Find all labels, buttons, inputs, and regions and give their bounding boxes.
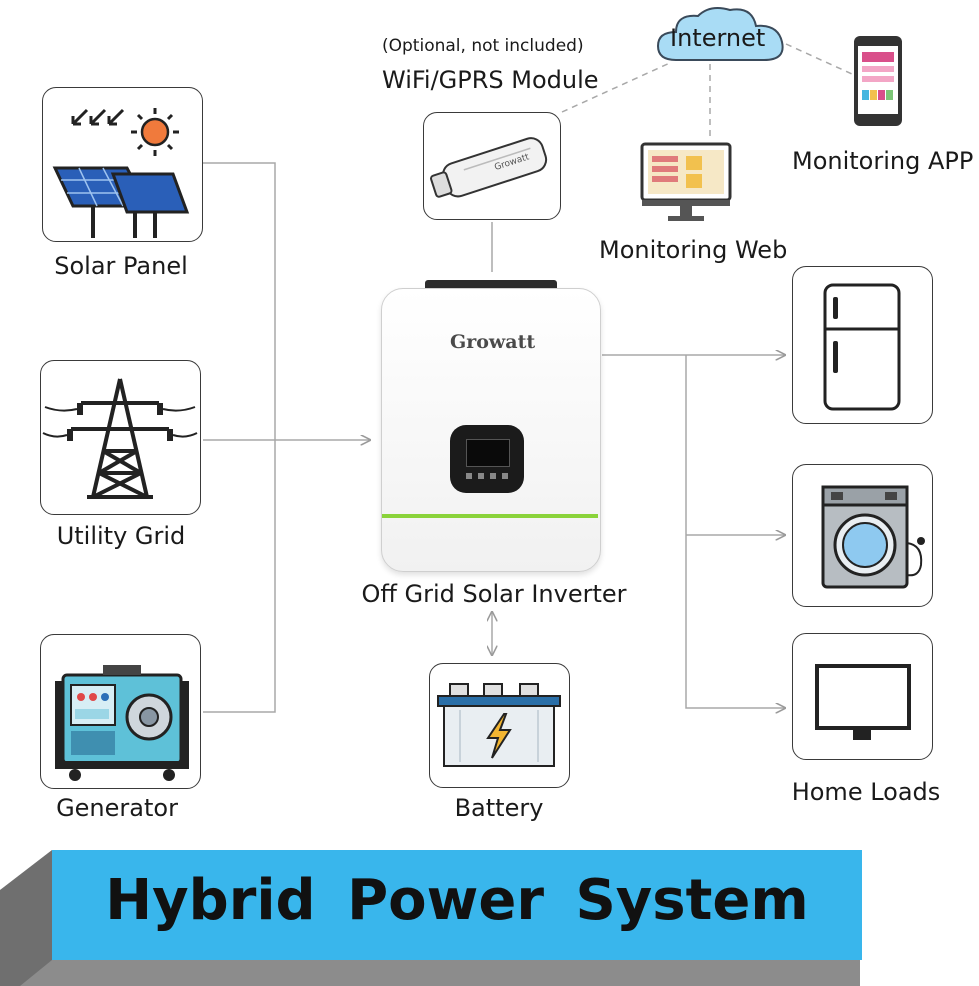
refrigerator-icon <box>823 283 901 411</box>
inverter-buttons[interactable] <box>466 473 508 479</box>
washing-machine-icon <box>821 485 925 589</box>
home-loads-label: Home Loads <box>791 778 941 806</box>
internet-cloud: Internet <box>654 4 790 66</box>
optional-note: (Optional, not included) <box>382 36 584 56</box>
utility-grid-card <box>40 360 201 515</box>
inverter-green-stripe <box>382 514 598 518</box>
lightning-icon <box>486 713 512 759</box>
washing-machine-card <box>792 464 933 607</box>
utility-grid-label: Utility Grid <box>56 522 186 550</box>
monitoring-web-icon <box>640 142 732 224</box>
banner-shadow <box>0 850 979 986</box>
solar-panel-card <box>42 87 203 242</box>
monitoring-web-label: Monitoring Web <box>599 236 788 264</box>
inverter-label: Off Grid Solar Inverter <box>361 580 627 608</box>
internet-module-link <box>561 61 673 113</box>
inverter-body: Growatt <box>381 288 601 572</box>
load-branch-line <box>685 355 785 708</box>
solar-line <box>203 162 276 713</box>
battery-card <box>429 663 570 788</box>
battery-icon <box>437 683 561 767</box>
generator-label: Generator <box>56 794 178 822</box>
inverter-display <box>450 425 524 493</box>
wifi-module-card: Growatt <box>423 112 561 220</box>
television-card <box>792 633 933 760</box>
solar-panel-icon <box>52 108 190 238</box>
lcd-screen <box>466 439 510 467</box>
solar-panel-label: Solar Panel <box>54 252 188 280</box>
television-icon <box>815 664 911 740</box>
internet-label: Internet <box>670 24 766 52</box>
sun-icon <box>140 117 170 147</box>
cloud-icon <box>656 7 784 61</box>
monitoring-app-icon <box>852 34 904 128</box>
banner: Hybrid Power System <box>52 850 862 960</box>
monitoring-app-label: Monitoring APP <box>792 147 974 175</box>
banner-title: Hybrid Power System <box>105 868 809 933</box>
wifi-module-label: WiFi/GPRS Module <box>382 66 599 94</box>
inverter-brand: Growatt <box>450 331 536 353</box>
refrigerator-card <box>792 266 933 424</box>
generator-icon <box>55 665 189 781</box>
transmission-tower-icon <box>42 378 198 499</box>
generator-card <box>40 634 201 789</box>
internet-app-link <box>785 43 853 75</box>
wifi-dongle-icon: Growatt <box>430 137 548 198</box>
battery-label: Battery <box>454 794 544 822</box>
